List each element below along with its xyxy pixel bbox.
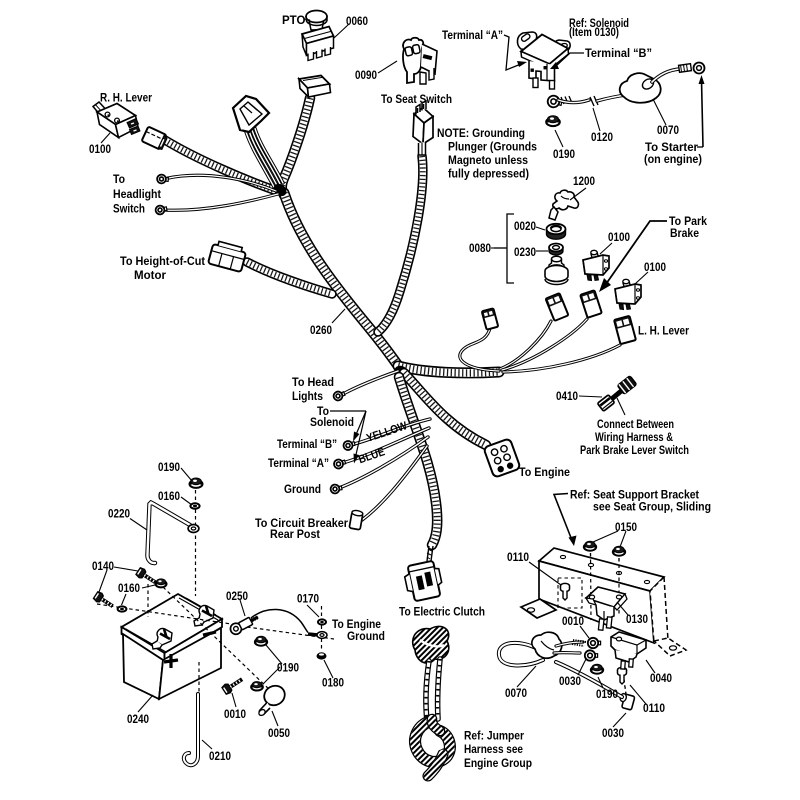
svg-text:0250: 0250 xyxy=(226,591,248,603)
svg-text:1200: 1200 xyxy=(573,176,595,188)
svg-text:0180: 0180 xyxy=(322,678,344,690)
svg-text:0160: 0160 xyxy=(118,583,140,595)
svg-text:Terminal “B”: Terminal “B” xyxy=(585,48,652,60)
svg-text:R. H. Lever: R. H. Lever xyxy=(100,93,152,105)
svg-text:0050: 0050 xyxy=(268,728,290,740)
svg-text:Magneto unless: Magneto unless xyxy=(448,155,528,167)
svg-text:NOTE: Grounding: NOTE: Grounding xyxy=(437,128,525,140)
svg-text:0260: 0260 xyxy=(310,325,332,337)
svg-text:0040: 0040 xyxy=(650,673,672,685)
svg-text:L. H. Lever: L. H. Lever xyxy=(638,326,689,338)
svg-text:Ref: Solenoid: Ref: Solenoid xyxy=(569,18,629,30)
svg-text:Lights: Lights xyxy=(292,391,323,403)
svg-text:Switch: Switch xyxy=(113,204,145,216)
svg-text:0230: 0230 xyxy=(514,247,536,259)
svg-text:0100: 0100 xyxy=(89,144,111,156)
svg-text:To Circuit Breaker: To Circuit Breaker xyxy=(255,518,348,530)
svg-text:(Item 0130): (Item 0130) xyxy=(569,27,619,39)
svg-text:To: To xyxy=(113,174,125,186)
svg-text:0240: 0240 xyxy=(127,714,149,726)
svg-text:0010: 0010 xyxy=(224,709,246,721)
svg-text:Ref: Seat Support Bracket: Ref: Seat Support Bracket xyxy=(570,490,699,502)
svg-text:To Height-of-Cut: To Height-of-Cut xyxy=(120,256,205,268)
svg-text:0060: 0060 xyxy=(346,16,368,28)
svg-text:0100: 0100 xyxy=(608,232,630,244)
svg-text:Headlight: Headlight xyxy=(113,189,161,201)
svg-text:PTO: PTO xyxy=(282,15,305,27)
svg-text:Park Brake Lever Switch: Park Brake Lever Switch xyxy=(580,445,689,457)
svg-text:To Park: To Park xyxy=(669,216,708,228)
svg-text:see Seat Group, Sliding: see Seat Group, Sliding xyxy=(593,502,711,514)
svg-text:Engine Group: Engine Group xyxy=(464,758,532,770)
svg-text:0190: 0190 xyxy=(553,149,575,161)
svg-text:0010: 0010 xyxy=(562,616,584,628)
svg-text:Solenoid: Solenoid xyxy=(310,417,354,429)
svg-text:0030: 0030 xyxy=(602,728,624,740)
svg-text:To Electric Clutch: To Electric Clutch xyxy=(399,607,485,619)
svg-text:0170: 0170 xyxy=(297,594,319,606)
svg-text:Terminal “A”: Terminal “A” xyxy=(442,30,503,42)
svg-text:Brake: Brake xyxy=(670,228,699,240)
svg-text:To Engine: To Engine xyxy=(519,467,570,479)
svg-text:To Head: To Head xyxy=(292,377,334,389)
svg-text:Motor: Motor xyxy=(134,270,167,282)
svg-text:(on engine): (on engine) xyxy=(644,154,702,166)
svg-text:0070: 0070 xyxy=(657,125,679,137)
svg-text:0070: 0070 xyxy=(505,688,527,700)
svg-text:0110: 0110 xyxy=(507,552,529,564)
svg-text:0140: 0140 xyxy=(92,561,114,573)
svg-text:Rear Post: Rear Post xyxy=(270,529,320,541)
svg-text:Connect Between: Connect Between xyxy=(597,419,674,431)
svg-text:0210: 0210 xyxy=(209,751,231,763)
svg-text:Ground: Ground xyxy=(284,484,321,496)
svg-text:0120: 0120 xyxy=(591,132,613,144)
svg-text:To Starter: To Starter xyxy=(645,142,699,154)
svg-text:Ref: Jumper: Ref: Jumper xyxy=(464,731,524,743)
svg-text:Ground: Ground xyxy=(347,631,385,643)
svg-text:fully depressed): fully depressed) xyxy=(448,169,529,181)
svg-text:To Engine: To Engine xyxy=(332,619,381,631)
svg-text:0190: 0190 xyxy=(277,663,299,675)
svg-text:0110: 0110 xyxy=(643,703,665,715)
svg-text:0130: 0130 xyxy=(626,614,648,626)
svg-text:0030: 0030 xyxy=(559,676,581,688)
svg-text:0410: 0410 xyxy=(556,391,578,403)
svg-text:Plunger (Grounds: Plunger (Grounds xyxy=(448,142,537,154)
svg-text:To: To xyxy=(317,406,329,418)
svg-text:0100: 0100 xyxy=(644,262,666,274)
svg-text:0220: 0220 xyxy=(108,509,130,521)
svg-text:0020: 0020 xyxy=(514,221,536,233)
svg-text:0160: 0160 xyxy=(158,491,180,503)
svg-text:0190: 0190 xyxy=(158,462,180,474)
svg-text:To Seat Switch: To Seat Switch xyxy=(381,94,452,106)
svg-text:Harness see: Harness see xyxy=(464,744,523,756)
svg-text:Wiring Harness &: Wiring Harness & xyxy=(595,432,673,444)
svg-text:Terminal “A”: Terminal “A” xyxy=(268,458,329,470)
svg-text:Terminal “B”: Terminal “B” xyxy=(277,439,337,451)
svg-text:0150: 0150 xyxy=(615,522,637,534)
svg-text:0080: 0080 xyxy=(469,243,491,255)
svg-text:0190: 0190 xyxy=(596,689,618,701)
svg-text:0090: 0090 xyxy=(355,70,377,82)
